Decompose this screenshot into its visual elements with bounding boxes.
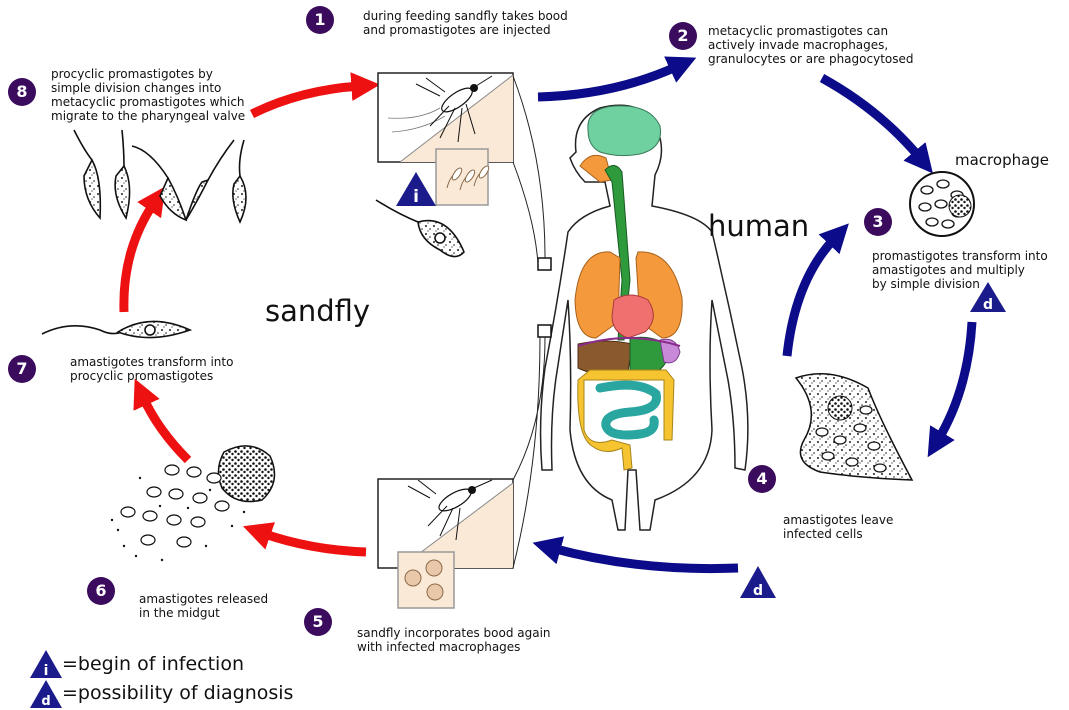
legend-marker-glyph-i: i: [44, 663, 49, 679]
step-5-badge: 5: [304, 608, 332, 636]
midgut-amastigotes: [111, 446, 275, 561]
diagnosis-marker-glyph-release: d: [753, 583, 763, 599]
zoom-lines-upper: [513, 76, 545, 264]
human-label: human: [708, 209, 809, 243]
tissue-marker-upper: [538, 258, 551, 270]
step-8-text: procyclic promastigotes by simple divisi…: [51, 67, 245, 123]
step-2-text: metacyclic promastigotes can actively in…: [708, 24, 914, 66]
metacyclic-promastigotes-group: [74, 130, 246, 222]
step-1-badge: 1: [306, 6, 334, 34]
human-body: [513, 76, 748, 568]
arrow-4-to-3: [787, 238, 835, 356]
step-7-text: amastigotes transform into procyclic pro…: [70, 355, 233, 383]
tissue-marker-lower: [538, 325, 551, 337]
sandfly-refeeding-panel: [378, 479, 513, 608]
legend-infection-text: =begin of infection: [62, 653, 244, 675]
arrow-7-to-8: [124, 203, 154, 312]
legend-marker-glyph-d: d: [41, 694, 50, 709]
ruptured-infected-cell: [796, 374, 912, 480]
arrow-2-to-3: [822, 78, 920, 158]
step-8-badge: 8: [8, 78, 36, 106]
step-6-text: amastigotes released in the midgut: [139, 592, 268, 620]
macrophage-cell: [910, 172, 974, 236]
step-3-text: promastigotes transform into amastigotes…: [872, 249, 1048, 291]
step-7-badge: 7: [8, 355, 36, 383]
step-6-badge: 6: [87, 577, 115, 605]
legend-diagnosis-text: =possibility of diagnosis: [62, 682, 293, 704]
procyclic-promastigote: [42, 321, 190, 337]
arrow-8-to-1: [252, 86, 360, 114]
step-3-badge: 3: [864, 208, 892, 236]
macrophage-label: macrophage: [955, 151, 1049, 169]
step-4-badge: 4: [748, 465, 776, 493]
sandfly-feeding-panel: [378, 73, 513, 205]
diagnosis-marker-glyph-macrophage: d: [983, 297, 993, 313]
metacyclic-promastigote-injected: [376, 200, 464, 257]
arrow-3-to-4: [938, 322, 972, 440]
step-4-text: amastigotes leave infected cells: [783, 513, 893, 541]
brain: [588, 106, 661, 156]
arrow-6-to-7: [143, 397, 188, 460]
sandfly-label: sandfly: [265, 294, 370, 328]
step-1-text: during feeding sandfly takes bood and pr…: [363, 9, 568, 37]
arrow-1-to-2: [538, 66, 678, 97]
step-5-text: sandfly incorporates bood again with inf…: [357, 626, 551, 654]
infection-marker-glyph: i: [413, 187, 419, 207]
arrow-4-to-5: [552, 548, 738, 569]
liver: [578, 341, 632, 374]
step-2-badge: 2: [669, 22, 697, 50]
arrow-5-to-6: [262, 533, 366, 552]
